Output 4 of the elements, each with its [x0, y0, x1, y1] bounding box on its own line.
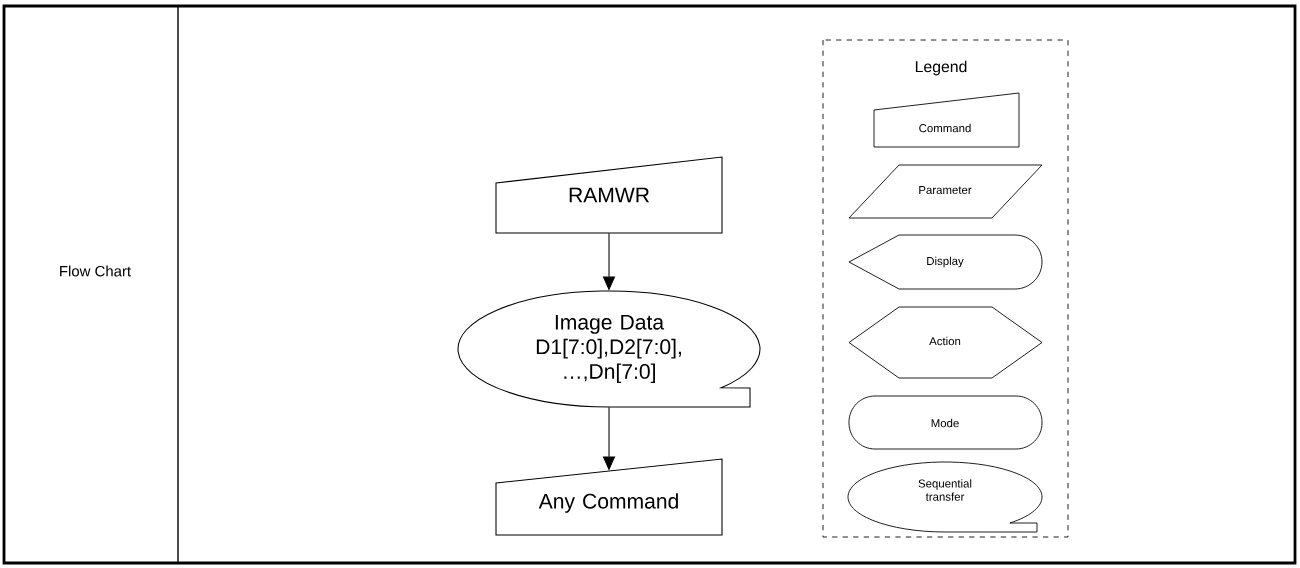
legend-title: Legend — [915, 60, 967, 76]
command-box: Any Command — [495, 458, 723, 536]
row-header: Flow Chart — [60, 265, 131, 277]
command-box: RAMWR — [495, 156, 723, 234]
